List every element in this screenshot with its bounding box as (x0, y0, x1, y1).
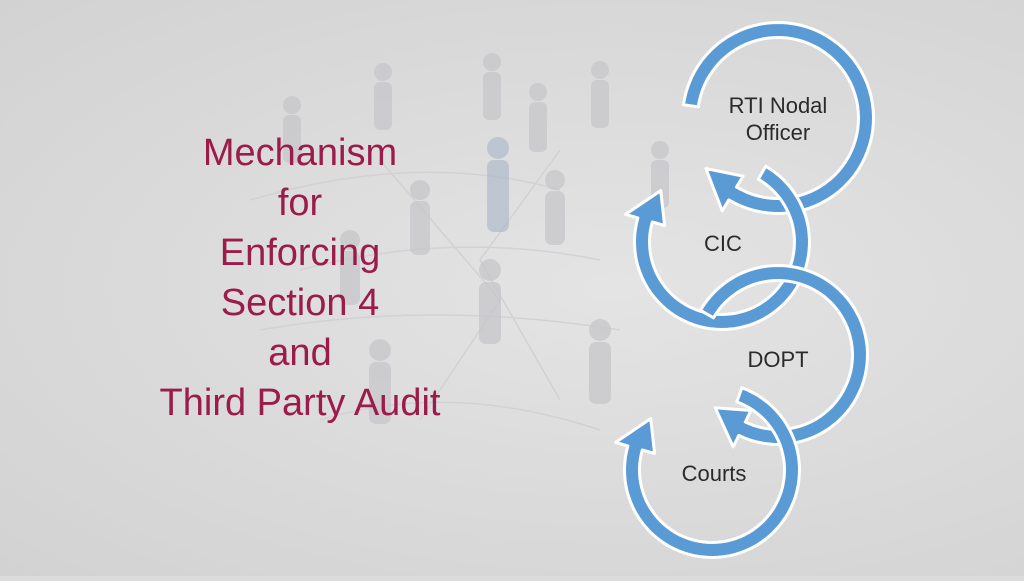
title-line: Enforcing (219, 232, 381, 274)
node-dopt: DOPT (718, 346, 838, 373)
node-label-line: Courts (681, 461, 747, 486)
node-courts: Courts (654, 460, 774, 487)
title-line: for (277, 182, 323, 224)
title-line: and (268, 332, 332, 374)
node-label-line: DOPT (747, 347, 809, 372)
node-rti-nodal-officer: RTI Nodal Officer (703, 92, 853, 146)
arrow-rti-nodal-officer (681, 21, 875, 215)
node-label-line: RTI Nodal (728, 93, 828, 118)
node-label-line: CIC (704, 231, 742, 256)
node-label-line: Officer (745, 120, 811, 145)
title-line: Section 4 (220, 282, 380, 324)
slide-title: Mechanism for Enforcing Section 4 and Th… (100, 128, 500, 428)
arrow-dopt (699, 264, 869, 449)
title-line: Third Party Audit (159, 382, 441, 424)
arrow-courts (614, 386, 801, 559)
title-line: Mechanism (202, 132, 398, 174)
node-cic: CIC (663, 230, 783, 257)
